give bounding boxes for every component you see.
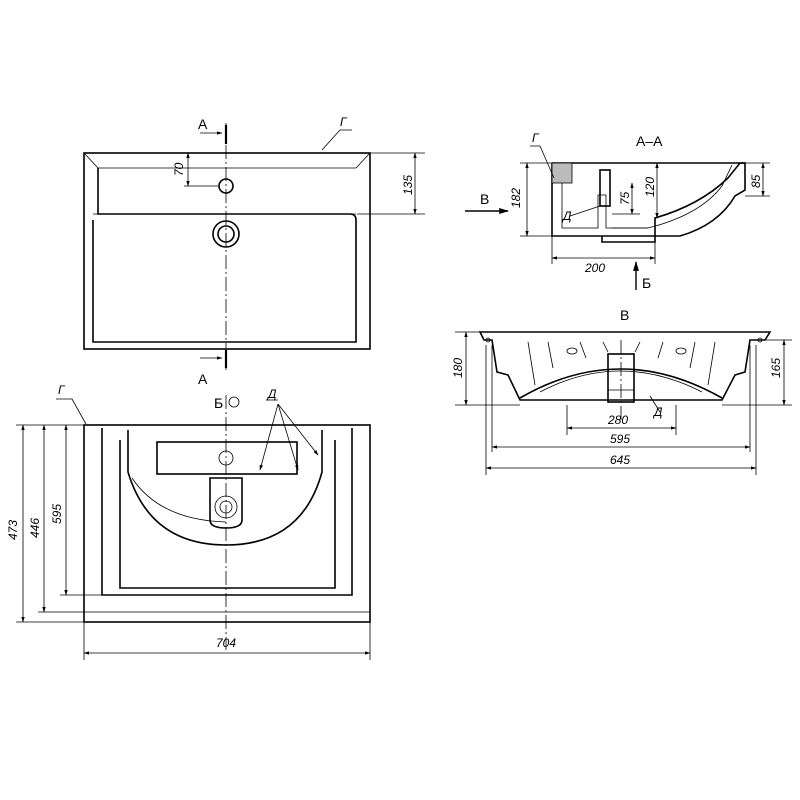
dim-200: 200 — [584, 261, 605, 275]
leader-d-section: Д — [561, 209, 572, 223]
arrow-label-v: В — [480, 191, 489, 207]
dim-280: 280 — [607, 413, 628, 427]
section-outline — [551, 162, 746, 243]
dim-165: 165 — [769, 358, 783, 378]
dim-182: 182 — [509, 188, 523, 208]
top-view-bowl — [92, 168, 357, 343]
leader-g-section: Г — [532, 131, 540, 145]
leader-g-bottom: Г — [58, 383, 66, 397]
front-view-title: В — [620, 307, 629, 323]
section-title: А–А — [636, 133, 663, 149]
front-view: В Д 180 165 280 595 — [451, 307, 792, 475]
section-view: А–А Г Д В 182 75 120 85 — [465, 131, 770, 291]
bottom-view: Б Г Д 473 446 595 704 — [6, 383, 371, 660]
leader-d-bottom: Д — [266, 387, 277, 401]
leader-d-front: Д — [652, 405, 663, 419]
section-mark-top: А — [198, 116, 208, 132]
overflow-recess — [156, 441, 298, 475]
dim-70: 70 — [172, 162, 186, 176]
dim-85: 85 — [749, 174, 763, 188]
dim-446: 446 — [28, 518, 42, 538]
leader-label-g: Г — [340, 115, 348, 129]
dim-645: 645 — [610, 453, 630, 467]
dim-473: 473 — [6, 520, 20, 540]
dim-704: 704 — [216, 636, 236, 650]
bottom-view-inner — [101, 428, 353, 596]
dim-135: 135 — [401, 175, 415, 195]
dim-120: 120 — [643, 177, 657, 197]
dim-595: 595 — [610, 432, 630, 446]
bottom-view-outline — [83, 424, 371, 623]
top-view-outline — [83, 152, 371, 350]
dim-180: 180 — [451, 358, 465, 378]
dim-75: 75 — [618, 191, 632, 205]
view-mark-b: Б — [642, 275, 651, 291]
section-mark-bottom: А — [198, 371, 208, 387]
front-bowl-curve — [519, 368, 723, 399]
view-mark-b-bottom: Б — [214, 395, 223, 411]
top-view: А А Г 70 135 — [83, 115, 425, 387]
dim-595-bottom: 595 — [50, 504, 64, 524]
